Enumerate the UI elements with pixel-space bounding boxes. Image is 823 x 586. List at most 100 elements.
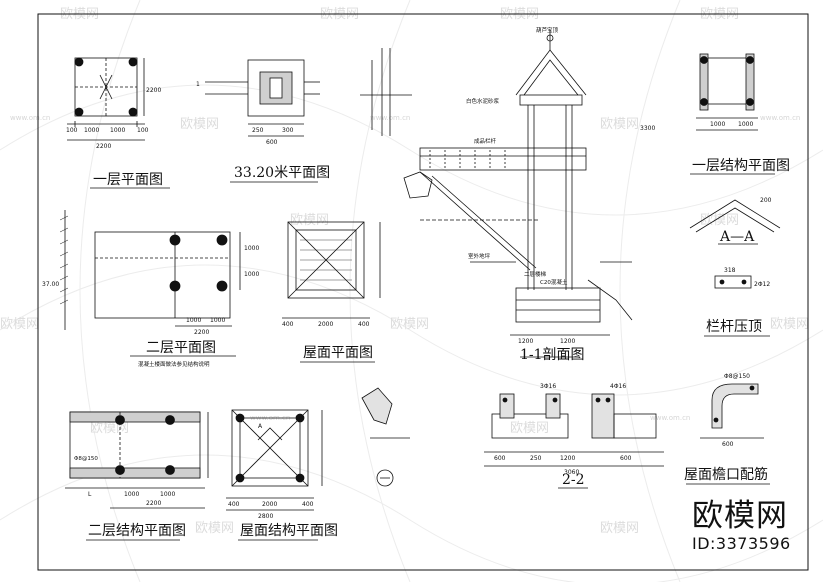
title-floor2-plan: 二层平面图	[146, 340, 216, 356]
dim-label: 318	[724, 267, 736, 274]
dim-label: 4Φ16	[610, 383, 626, 390]
section-aa	[689, 199, 781, 245]
dim-label: 600	[494, 455, 506, 462]
dim-label: 2000	[318, 321, 333, 328]
dim-label: 2200	[146, 87, 161, 94]
dim-label: 2Φ12	[754, 281, 770, 288]
roof-plan	[282, 221, 381, 363]
dim-label: 100	[66, 127, 78, 134]
drawing-frame	[37, 13, 809, 571]
plan-3320	[205, 59, 320, 183]
dim-label: 1000	[160, 491, 175, 498]
eave-detail-small	[361, 387, 410, 487]
railing-cap	[704, 275, 770, 337]
title-floor2-structure: 二层结构平面图	[88, 523, 186, 539]
watermark-domain: www.om.cn	[10, 114, 50, 122]
section-11	[403, 30, 633, 358]
watermark-text: 欧模网	[390, 317, 429, 332]
watermark-text: 欧模网	[770, 317, 809, 332]
dim-label: 1000	[244, 245, 259, 252]
title-section-aa: A—A	[719, 229, 755, 245]
section-mark: 1	[196, 81, 200, 88]
note-slope: 室外地坪	[468, 252, 491, 260]
dim-label: 2200	[194, 329, 209, 336]
watermark-text: 欧模网	[0, 317, 39, 332]
eave-rebar	[686, 383, 770, 485]
dim-label: 3Φ16	[540, 383, 556, 390]
title-eave-rebar: 屋面檐口配筋	[684, 466, 768, 483]
floor2-plan	[59, 210, 241, 357]
roof-structure	[226, 409, 323, 541]
watermark-text: 欧模网	[700, 213, 739, 228]
dim-label: 1000	[210, 317, 225, 324]
note-floor2: 混凝土楼面做法参见结构说明	[138, 360, 210, 368]
dim-label: 1000	[244, 271, 259, 278]
brand-watermark: 欧模网 ID:3373596	[692, 498, 812, 554]
dim-label: 2200	[96, 143, 111, 150]
title-section-11: 1-1剖面图	[520, 347, 585, 363]
watermark-domain: www.om.cn	[650, 414, 690, 422]
dim-label: 400	[302, 501, 314, 508]
dim-label: 400	[228, 501, 240, 508]
title-roof-structure: 屋面结构平面图	[240, 523, 338, 539]
note-railing: 成品栏杆	[474, 137, 497, 145]
dim-label: 37.00	[42, 281, 59, 288]
dim-label: 600	[620, 455, 632, 462]
watermark-text: 欧模网	[510, 421, 549, 436]
dim-label: 1000	[84, 127, 99, 134]
dim-label: 600	[722, 441, 734, 448]
dim-label: 1000	[110, 127, 125, 134]
dim-label: 2800	[258, 513, 273, 520]
watermark-text: 欧模网	[180, 117, 219, 132]
dim-label: 2200	[146, 500, 161, 507]
note-rebar: Φ8@150	[74, 456, 98, 462]
dim-label: 1000	[738, 121, 753, 128]
watermark-text: 欧模网	[600, 117, 639, 132]
note-stair: 二层楼梯	[524, 270, 547, 278]
dim-label: 250	[252, 127, 264, 134]
watermark-texts: 欧模网 欧模网 欧模网 欧模网 欧模网 欧模网 欧模网 欧模网 欧模网 欧模网 …	[0, 7, 809, 536]
dim-label: 1000	[186, 317, 201, 324]
section-22	[484, 393, 664, 489]
dim-label: 1000	[710, 121, 725, 128]
dim-label: 3300	[640, 125, 655, 132]
dim-label: 400	[282, 321, 294, 328]
title-section-22: 2-2	[562, 472, 585, 488]
dim-label: 300	[282, 127, 294, 134]
dim-label: 1200	[560, 338, 575, 345]
title-plan-3320: 33.20米平面图	[234, 165, 330, 181]
watermark-domain: www.om.cn	[760, 114, 800, 122]
brand-logo: 欧模网	[692, 498, 788, 534]
watermark-text: 欧模网	[600, 521, 639, 536]
note-gutter: 白色水泥砂浆	[466, 97, 500, 105]
dim-label: 400	[358, 321, 370, 328]
note-concrete: C20混凝土	[540, 278, 568, 286]
brand-id: ID:3373596	[692, 534, 791, 553]
dim-label: 600	[266, 139, 278, 146]
title-roof-plan: 屋面平面图	[303, 345, 373, 361]
watermark-text: 欧模网	[195, 521, 234, 536]
dim-label: 2000	[262, 501, 277, 508]
title-floor1-plan: 一层平面图	[93, 172, 163, 188]
dim-label: 200	[760, 197, 772, 204]
title-floor1-structure: 一层结构平面图	[692, 158, 790, 174]
dim-label: 250	[530, 455, 542, 462]
floor1-plan	[67, 57, 170, 189]
floor1-structure	[690, 53, 775, 175]
dim-label: 1000	[124, 491, 139, 498]
watermark-text: 欧模网	[290, 213, 329, 228]
title-railing-cap: 栏杆压顶	[706, 319, 762, 335]
section-mark-a: A	[258, 423, 263, 430]
dim-label: Φ8@150	[724, 373, 750, 380]
dim-label: 1200	[560, 455, 575, 462]
column-elevation	[360, 48, 412, 136]
floor2-structure	[65, 411, 209, 541]
dim-mark-l: L	[88, 491, 92, 498]
note-roof-top: 葫芦宝顶	[536, 26, 559, 34]
dim-label: 100	[137, 127, 149, 134]
dim-label: 3060	[564, 469, 579, 476]
dim-label: 1200	[518, 338, 533, 345]
